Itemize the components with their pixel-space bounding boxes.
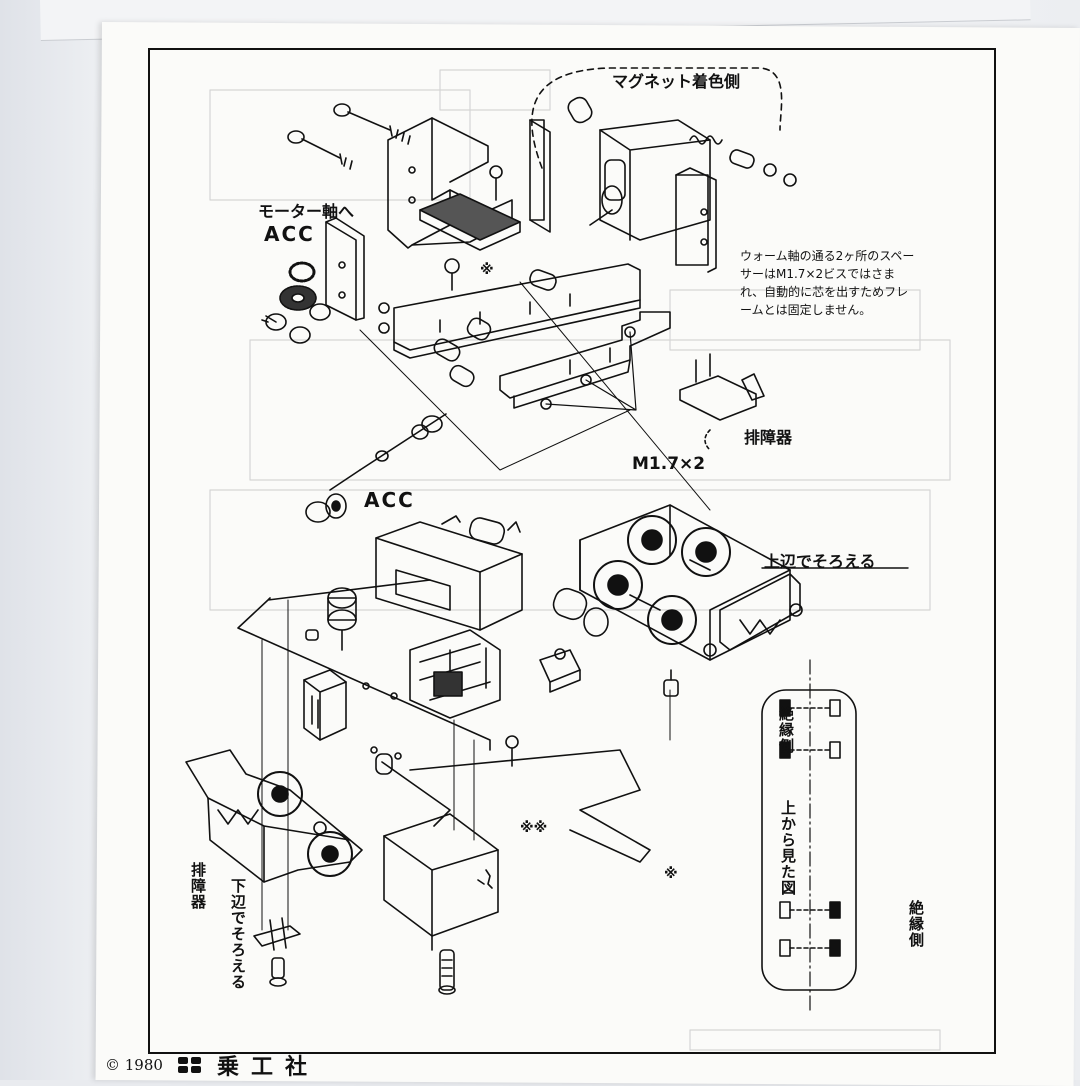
asterisk-mark-double: ※※	[520, 820, 548, 836]
axle-top-1	[779, 699, 841, 717]
worm-spacer-note: ウォーム軸の通る2ヶ所のスペーサーはM1.7×2ビスではさまれ、自動的に芯を出す…	[740, 249, 915, 317]
diagram-frame	[148, 48, 996, 1054]
spacer-d	[449, 364, 475, 388]
axle-bottom-2	[779, 939, 841, 957]
acc-coupler	[305, 493, 347, 523]
spacer-b	[466, 317, 492, 341]
bogie-screw	[663, 669, 679, 697]
exploded-assembly-diagram	[185, 67, 951, 1051]
chassis-outline	[237, 579, 651, 863]
align-top-label: 上辺でそろえる	[764, 552, 876, 571]
screw-spec-label: M1.7×2	[632, 454, 706, 474]
motor-shaft-label: モーター軸へ	[258, 202, 355, 221]
top-view-schematic	[761, 659, 857, 1011]
gear-stack	[261, 261, 331, 344]
insulated-side-label-bottom: 絶縁側	[907, 900, 925, 948]
page-footer: © 1980 乗工社	[105, 1050, 319, 1080]
gearbox-box	[303, 669, 347, 741]
magnet-side-label: マグネット着色側	[612, 72, 741, 91]
copyright-text: © 1980	[105, 1056, 163, 1074]
magnet-callout-line	[531, 67, 783, 169]
frame-screws	[540, 326, 636, 410]
chassis-screws	[305, 629, 519, 767]
axle-bottom-1	[779, 901, 841, 919]
insulated-side-label-top: 絶縁側	[777, 706, 795, 754]
rod	[375, 753, 451, 827]
cowcatcher-right-part	[679, 353, 765, 451]
small-bracket	[539, 648, 581, 693]
coupler-cylinder	[327, 587, 357, 651]
axle-top-2	[779, 741, 841, 759]
weight-cube	[383, 813, 499, 995]
spacer-a	[529, 269, 557, 291]
small-screw-1	[489, 165, 503, 201]
publisher-logo-icon	[177, 1057, 201, 1073]
bogie-side-frame	[703, 573, 803, 657]
trailing-bogie	[185, 749, 363, 883]
cowcatcher-label-right: 排障器	[744, 428, 793, 447]
spacer-top	[567, 96, 593, 124]
asterisk-mark-single-a: ※	[480, 262, 494, 278]
align-bottom-label: 下辺でそろえる	[229, 878, 247, 990]
main-frame-right	[499, 311, 671, 409]
foam-pad	[419, 193, 521, 251]
top-view-label: 上から見た図	[779, 800, 797, 896]
spring	[689, 135, 723, 145]
power-bogie	[579, 504, 791, 661]
bottom-small-parts	[253, 917, 301, 987]
asterisk-mark-single-b: ※	[664, 866, 678, 882]
small-screw-2	[444, 258, 460, 291]
spacer-c	[433, 338, 461, 362]
long-screw-b	[287, 130, 353, 170]
acc-label-upper: ACC	[264, 222, 315, 246]
cylinder-parts	[441, 515, 609, 637]
publisher-name: 乗工社	[216, 1054, 319, 1080]
acc-label-lower: ACC	[364, 488, 415, 512]
drive-shaft	[329, 413, 447, 491]
long-screw-a	[333, 103, 411, 145]
drive-unit	[409, 629, 501, 719]
main-frame-left	[378, 263, 641, 359]
gear-plate	[325, 217, 365, 321]
motor-block	[529, 119, 717, 273]
small-sleeve	[729, 149, 797, 187]
cowcatcher-label-left: 排障器	[189, 862, 207, 910]
